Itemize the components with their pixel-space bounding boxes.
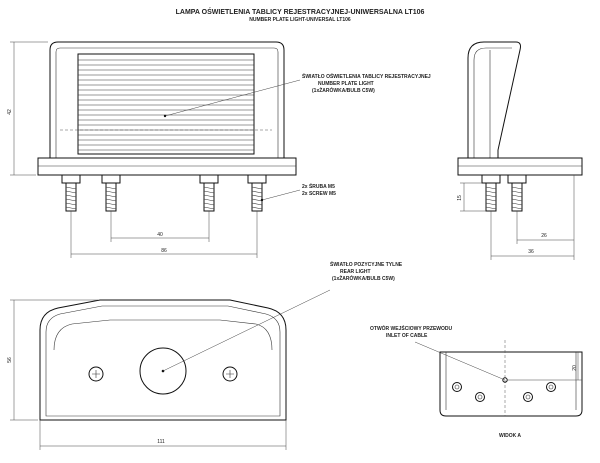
front-lens [77,53,255,155]
view-a-holes [452,382,556,402]
drawing-subtitle: NUMBER PLATE LIGHT-UNIVERSAL LT106 [249,17,351,23]
side-bolts [481,174,527,212]
callout-screws-en: 2x SCREW M5 [302,191,336,197]
callout-rear-light-en: REAR LIGHT [340,269,371,275]
bottom-screw-left [88,366,104,382]
bottom-outline [39,299,287,421]
bottom-view: 56 111 [7,289,331,450]
front-housing [49,41,285,158]
side-view: 15 26 36 [457,41,583,260]
front-housing-inner [55,47,279,158]
side-housing [467,41,521,158]
callout-rear-light-bulb: (1xŻARÓWKA/BULB C5W) [332,274,395,282]
callout-plate-light-en: NUMBER PLATE LIGHT [318,81,374,87]
view-a-label: WIDOK A [499,433,521,439]
drawing-title: LAMPA OŚWIETLENIA TABLICY REJESTRACYJNEJ… [176,7,425,16]
dim-front-bolt-spacing: 40 [157,232,163,238]
dim-side-large: 36 [528,249,534,255]
dim-front-overall: 86 [161,248,167,254]
callout-screws-pl: 2x ŚRUBA M5 [302,183,335,190]
front-view: 42 40 86 [7,41,301,258]
dim-bottom-width: 111 [157,439,165,445]
dim-view-a-offset: 20 [572,365,578,371]
dim-side-small: 26 [541,233,547,239]
callout-plate-light-bulb: (1xŻARÓWKA/BULB C5W) [312,86,375,94]
bottom-rear-lens [139,347,187,395]
dim-side-bolt-length: 15 [457,195,463,201]
front-lens-ribs [78,59,254,151]
callout-cable-pl: OTWÓR WEJŚCIOWY PRZEWODU [370,324,453,332]
side-base-flange [457,157,583,176]
front-base-flange [37,157,297,176]
dim-bottom-height: 56 [7,357,13,363]
callout-rear-light-pl: ŚWIATŁO POZYCYJNE TYLNE [330,261,403,268]
callout-cable-en: INLET OF CABLE [386,333,428,339]
view-a-outline [439,351,583,417]
dim-front-height: 42 [7,109,13,115]
bottom-screw-right [222,366,238,382]
front-bolts [61,174,267,212]
view-a: 20 [414,340,583,417]
callout-plate-light-pl: ŚWIATŁO OŚWIETLENIA TABLICY REJESTRACYJN… [302,73,431,80]
